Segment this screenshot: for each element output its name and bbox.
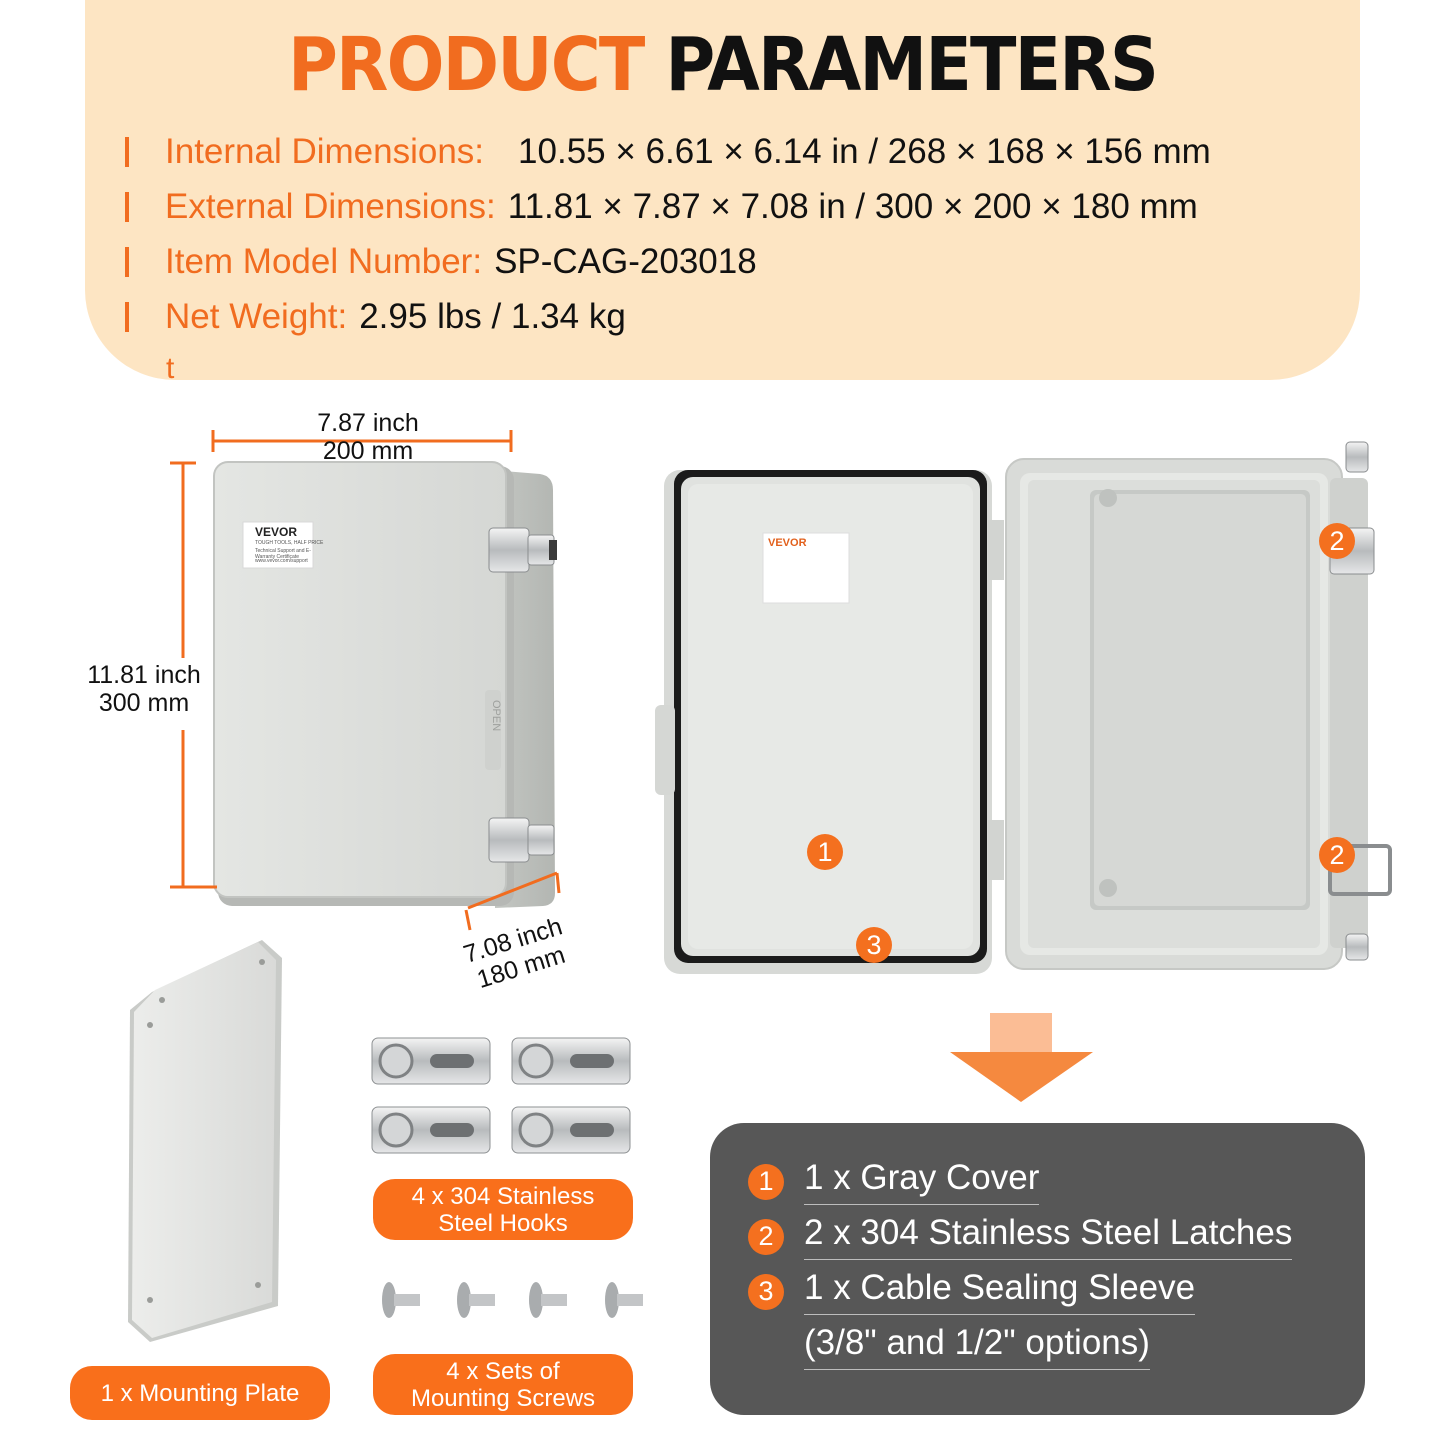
hooks-label-line2: Steel Hooks	[438, 1209, 568, 1237]
spec-label: External Dimensions:	[165, 187, 496, 226]
list-item: 3 1 x Cable Sealing Sleeve	[748, 1268, 1196, 1315]
list-item-text: (3/8" and 1/2" options)	[804, 1323, 1150, 1370]
box-tagline: TOUGH TOOLS, HALF PRICE	[255, 540, 324, 546]
steel-hook	[511, 1106, 631, 1154]
width-dimension-label: 7.87 inch 200 mm	[268, 409, 468, 465]
steel-hook	[371, 1106, 491, 1154]
list-item-text: 1 x Cable Sealing Sleeve	[804, 1268, 1196, 1315]
screw	[382, 1282, 420, 1318]
dimension-lines	[170, 430, 561, 931]
spec-bullet-bar	[125, 137, 129, 167]
screw	[605, 1282, 643, 1318]
list-number: 3	[748, 1273, 784, 1310]
box-url: www.vevor.com/support	[255, 558, 308, 564]
stray-character: t	[166, 352, 175, 385]
spec-bullet-bar	[125, 192, 129, 222]
contents-list-box	[710, 1123, 1365, 1415]
spec-row-external: External Dimensions: 11.81 × 7.87 × 7.08…	[125, 182, 1198, 232]
latch-image	[488, 817, 555, 863]
down-arrow-icon	[950, 1013, 1093, 1102]
box-brand-label: VEVOR	[255, 525, 298, 539]
spec-value: 10.55 × 6.61 × 6.14 in / 268 × 168 × 156…	[518, 132, 1211, 171]
list-item-text: 1 x Gray Cover	[804, 1158, 1040, 1205]
list-number: 1	[748, 1163, 784, 1200]
list-item: (3/8" and 1/2" options)	[748, 1323, 1150, 1370]
lid-brand-label: VEVOR	[768, 537, 807, 549]
latch-image	[488, 527, 557, 573]
callout-latch-top: 2	[1319, 523, 1355, 559]
title-black: PARAMETERS	[665, 22, 1159, 108]
width-mm: 200 mm	[322, 437, 414, 465]
list-item-text: 2 x 304 Stainless Steel Latches	[804, 1213, 1293, 1260]
spec-label: Net Weight:	[165, 297, 348, 336]
spec-label: Item Model Number:	[165, 242, 483, 281]
list-item: 1 1 x Gray Cover	[748, 1158, 1040, 1205]
height-dimension-label: 11.81 inch 300 mm	[64, 661, 224, 717]
page-title: PRODUCT PARAMETERS	[58, 22, 1387, 108]
screw	[529, 1282, 567, 1318]
spec-value: 2.95 lbs / 1.34 kg	[359, 297, 626, 336]
spec-row-internal: Internal Dimensions: 10.55 × 6.61 × 6.14…	[125, 127, 1211, 177]
hooks-label: 4 x 304 Stainless Steel Hooks	[373, 1179, 633, 1240]
width-inch: 7.87 inch	[317, 409, 419, 437]
steel-hook	[511, 1037, 631, 1085]
hooks-label-line1: 4 x 304 Stainless	[411, 1182, 595, 1210]
spec-value: 11.81 × 7.87 × 7.08 in / 300 × 200 × 180…	[507, 187, 1198, 226]
title-orange: PRODUCT	[287, 22, 645, 108]
box-support-line: Technical Support and E-Warranty Certifi…	[255, 548, 311, 560]
steel-hooks-image	[371, 1037, 631, 1154]
spec-bullet-bar	[125, 247, 129, 277]
screws-label-line2: Mounting Screws	[410, 1384, 596, 1412]
closed-box-image	[213, 461, 557, 908]
list-number: 2	[748, 1218, 784, 1255]
spec-value: SP-CAG-203018	[494, 242, 757, 281]
height-inch: 11.81 inch	[87, 661, 201, 689]
mounting-plate-label: 1 x Mounting Plate	[70, 1366, 330, 1420]
callout-sleeve: 3	[856, 927, 892, 963]
spec-row-model: Item Model Number: SP-CAG-203018	[125, 237, 757, 287]
screws-label: 4 x Sets of Mounting Screws	[373, 1354, 633, 1415]
steel-hook	[371, 1037, 491, 1085]
open-box-base-image	[1005, 441, 1392, 970]
spec-row-weight: Net Weight: 2.95 lbs / 1.34 kg	[125, 292, 626, 342]
spec-label: Internal Dimensions:	[165, 132, 485, 171]
spec-bullet-bar	[125, 302, 129, 332]
height-mm: 300 mm	[98, 689, 190, 717]
callout-cover: 1	[807, 834, 843, 870]
open-mark: OPEN	[490, 700, 502, 732]
list-item: 2 2 x 304 Stainless Steel Latches	[748, 1213, 1293, 1260]
screw	[457, 1282, 495, 1318]
screws-image	[382, 1282, 643, 1318]
header-panel	[85, 0, 1360, 380]
mounting-plate-image	[128, 940, 282, 1342]
open-box-lid-image	[655, 470, 1004, 974]
callout-latch-bottom: 2	[1319, 837, 1355, 873]
screws-label-line1: 4 x Sets of	[446, 1357, 560, 1385]
